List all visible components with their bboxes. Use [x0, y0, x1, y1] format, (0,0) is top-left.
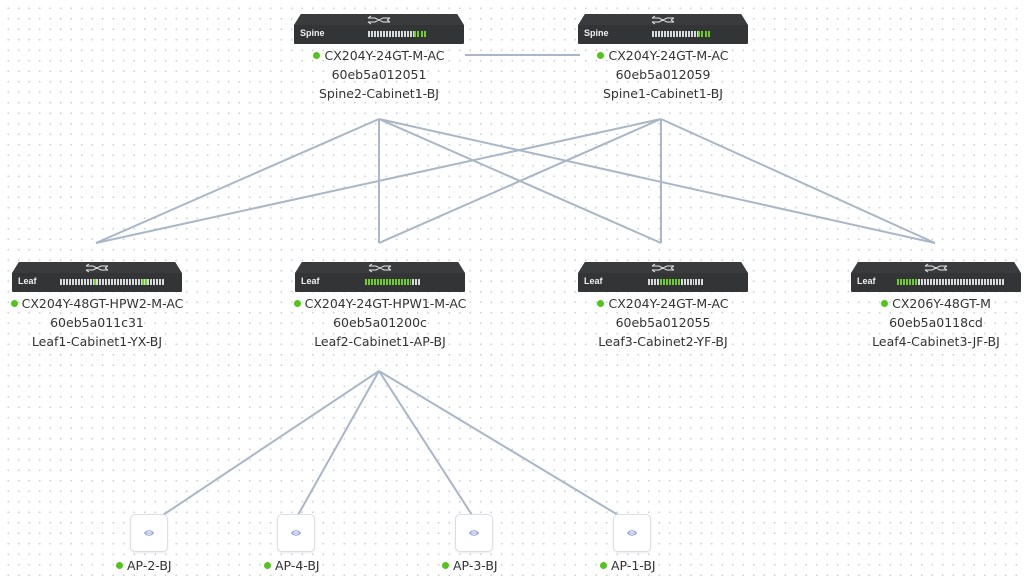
- device-model: CX204Y-24GT-M-AC: [558, 46, 768, 65]
- device-name: Leaf3-Cabinet2-YF-BJ: [598, 334, 728, 349]
- device-name: AP-4-BJ: [264, 556, 320, 575]
- device-name: AP-1-BJ: [600, 556, 656, 575]
- device-role-label: Leaf: [857, 276, 876, 286]
- status-online-dot: [264, 562, 271, 569]
- device-name: Spine1-Cabinet1-BJ: [602, 86, 723, 101]
- switch-device-icon: Spine: [294, 14, 464, 44]
- link-spine2-leaf4[interactable]: [378, 118, 936, 244]
- device-role-label: Spine: [300, 28, 325, 38]
- status-online-dot: [597, 300, 605, 307]
- status-online-dot: [313, 52, 321, 59]
- link-leaf2-ap3[interactable]: [378, 370, 473, 516]
- ap-glyph-icon: [291, 530, 301, 536]
- switch-arrows-icon: [368, 263, 392, 273]
- device-model: CX204Y-48GT-HPW2-M-AC: [0, 294, 202, 313]
- switch-device-icon: Leaf: [295, 262, 465, 292]
- link-spine2-leaf1[interactable]: [95, 118, 380, 244]
- device-serial: 60eb5a012051: [331, 67, 427, 82]
- status-online-dot: [293, 300, 301, 307]
- switch-arrows-icon: [651, 263, 675, 273]
- device-role-label: Leaf: [18, 276, 37, 286]
- link-leaf2-ap2[interactable]: [162, 370, 380, 516]
- device-serial: 60eb5a0118cd: [889, 315, 983, 330]
- link-leaf2-ap4[interactable]: [297, 370, 380, 516]
- switch-arrows-icon: [367, 15, 391, 25]
- access-point-icon: [455, 514, 493, 552]
- device-model: CX204Y-24GT-M-AC: [558, 294, 768, 313]
- switch-device-icon: Leaf: [12, 262, 182, 292]
- link-spine1-leaf2[interactable]: [378, 118, 662, 244]
- switch-device-icon: Spine: [578, 14, 748, 44]
- device-role-label: Leaf: [301, 276, 320, 286]
- device-model: CX204Y-24GT-HPW1-M-AC: [275, 294, 485, 313]
- status-online-dot: [116, 562, 123, 569]
- device-serial: 60eb5a01200c: [333, 315, 427, 330]
- status-online-dot: [10, 300, 18, 307]
- status-online-dot: [600, 562, 607, 569]
- switch-arrows-icon: [924, 263, 948, 273]
- switch-device-icon: Leaf: [851, 262, 1021, 292]
- device-serial: 60eb5a012055: [615, 315, 711, 330]
- ap-glyph-icon: [627, 530, 637, 536]
- ap-glyph-icon: [469, 530, 479, 536]
- device-name: AP-3-BJ: [442, 556, 498, 575]
- switch-arrows-icon: [85, 263, 109, 273]
- device-name: AP-2-BJ: [116, 556, 172, 575]
- status-online-dot: [442, 562, 449, 569]
- access-point-icon: [277, 514, 315, 552]
- status-online-dot: [881, 300, 889, 307]
- device-name: Leaf2-Cabinet1-AP-BJ: [314, 334, 446, 349]
- ap-glyph-icon: [144, 530, 154, 536]
- link-spine1-leaf1[interactable]: [95, 118, 662, 244]
- status-online-dot: [597, 52, 605, 59]
- link-spine1-leaf4[interactable]: [660, 118, 936, 244]
- access-point-icon: [613, 514, 651, 552]
- link-leaf2-ap1[interactable]: [378, 370, 619, 516]
- switch-arrows-icon: [651, 15, 675, 25]
- device-name: Spine2-Cabinet1-BJ: [318, 86, 439, 101]
- device-model: CX204Y-24GT-M-AC: [274, 46, 484, 65]
- device-model: CX206Y-48GT-M: [831, 294, 1024, 313]
- access-point-icon: [130, 514, 168, 552]
- switch-device-icon: Leaf: [578, 262, 748, 292]
- device-role-label: Spine: [584, 28, 609, 38]
- device-serial: 60eb5a012059: [615, 67, 711, 82]
- device-role-label: Leaf: [584, 276, 603, 286]
- device-name: Leaf1-Cabinet1-YX-BJ: [31, 334, 163, 349]
- device-name: Leaf4-Cabinet3-JF-BJ: [872, 334, 1000, 349]
- device-serial: 60eb5a011c31: [50, 315, 144, 330]
